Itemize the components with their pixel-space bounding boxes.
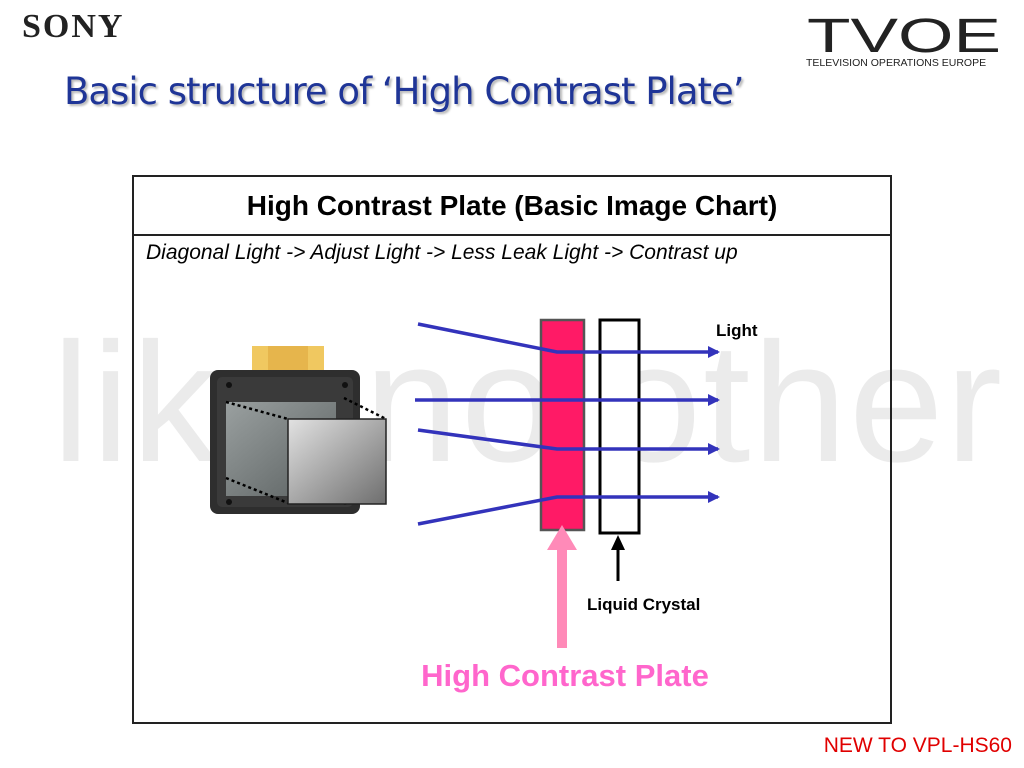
liquid-crystal-pointer	[611, 535, 625, 581]
sony-logo: SONY	[22, 8, 125, 45]
light-ray	[417, 428, 720, 455]
tvoe-logo: TVOE	[807, 12, 1001, 56]
panel-title: High Contrast Plate (Basic Image Chart)	[134, 177, 890, 236]
panel-subtitle: Diagonal Light -> Adjust Light -> Less L…	[146, 241, 738, 264]
liquid-crystal-label: Liquid Crystal	[587, 595, 700, 614]
tvoe-subtitle: TELEVISION OPERATIONS EUROPE	[806, 57, 987, 69]
footer-note: NEW TO VPL-HS60	[823, 734, 1012, 757]
page-title: Basic structure of ‘High Contrast Plate’	[64, 70, 745, 113]
light-ray	[417, 322, 720, 358]
magnified-pixel-box	[287, 418, 387, 505]
zoom-guide-lines	[225, 396, 387, 505]
diagram-panel: High Contrast Plate (Basic Image Chart) …	[132, 175, 892, 724]
plate-pointer-arrow	[547, 525, 577, 648]
high-contrast-plate	[539, 318, 586, 532]
light-label: Light	[716, 321, 758, 340]
light-ray	[417, 491, 720, 526]
light-rays	[415, 322, 720, 526]
tvoe-logo-text: TVOE	[807, 12, 1001, 56]
high-contrast-plate-label: High Contrast Plate	[421, 658, 709, 693]
